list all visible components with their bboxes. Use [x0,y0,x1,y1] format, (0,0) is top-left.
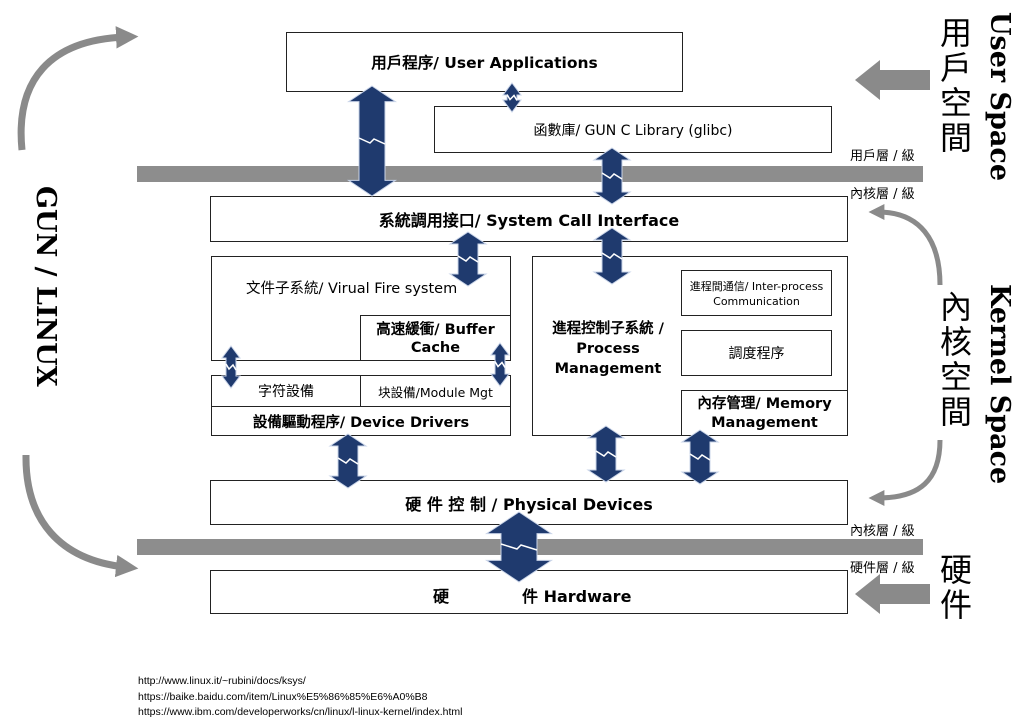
process-management-label-2: Process [576,341,640,357]
buffer-cache-label-1: 高速緩衝/ Buffer [376,322,495,338]
reference-link[interactable]: https://www.ibm.com/developerworks/cn/li… [138,706,463,718]
apps-glibc-arrow-break [506,94,518,101]
kernel-level-label-bottom: 內核層 / 級 [850,524,915,539]
char-device-box: 字符設備 [211,375,361,407]
user-space-char: 用 [939,14,972,52]
physical-devices-box: 硬 件 控 制 / Physical Devices [210,480,848,525]
user-applications-box: 用戶程序/ User Applications [286,32,683,92]
process-management-label-3: Management [554,361,662,377]
process-physical-arrow-break [595,450,617,458]
gun-linux-label: GUN / LINUX [30,186,61,387]
process-management-label-1: 進程控制子系統 / [552,321,664,337]
kernel-space-char: 空 [939,358,972,396]
hardware-level-label: 硬件層 / 級 [850,561,915,576]
scheduler-box: 調度程序 [681,330,832,376]
hardware-box: 硬 件 Hardware [210,570,848,614]
memory-management-box: 內存管理/ Memory Management [681,390,848,436]
user-space-chinese-label: 用 戶 空 間 [938,16,974,156]
kernel-hardware-boundary-bar [137,539,923,555]
kernel-up-curved-arrow [868,204,943,286]
buffer-cache-box: 高速緩衝/ Buffer Cache [360,315,511,361]
user-space-char: 戶 [939,49,972,87]
vfs-char-arrow-break [225,363,237,371]
hardware-char: 件 [939,586,972,624]
device-drivers-box: 設備驅動程序/ Device Drivers [211,406,511,436]
reference-links: http://www.linux.it/~rubini/docs/ksys/ h… [138,674,462,721]
kernel-down-curved-arrow [868,439,943,506]
user-kernel-boundary-bar [137,166,923,182]
memory-physical-arrow-break [689,453,711,461]
memory-physical-arrow [680,429,720,485]
user-space-char: 間 [939,119,972,157]
kernel-space-char: 內 [939,288,972,326]
kernel-space-char: 核 [939,323,972,361]
drivers-physical-arrow-break [337,457,359,465]
hardware-char: 硬 [939,551,972,589]
kernel-space-chinese-label: 內 核 空 間 [938,290,974,430]
kernel-level-label-top: 內核層 / 級 [850,187,915,202]
ipc-label-2: Communication [713,295,800,308]
buffer-cache-label-2: Cache [410,340,461,356]
reference-link[interactable]: http://www.linux.it/~rubini/docs/ksys/ [138,675,306,687]
reference-link[interactable]: https://baike.baidu.com/item/Linux%E5%86… [138,690,428,703]
process-management-label: 進程控制子系統 / Process Management [533,319,683,379]
glibc-box: 函數庫/ GUN C Library (glibc) [434,106,832,153]
user-space-pointer-arrow [855,60,930,100]
hardware-label-right: 件 Hardware [522,587,632,606]
memory-management-label-1: 內存管理/ Memory [697,396,832,412]
apps-syscall-arrow-break [358,137,386,145]
kernel-space-char: 間 [939,393,972,431]
hardware-chinese-label: 硬 件 [938,553,974,623]
block-device-box: 块設備/Module Mgt [360,375,511,407]
kernel-space-english-label: Kernel Space [984,284,1015,485]
user-space-char: 空 [939,84,972,122]
ipc-label-1: 進程間通信/ Inter-process [689,280,824,293]
cache-block-arrow-break [494,361,506,368]
system-call-interface-box: 系統調用接口/ System Call Interface [210,196,848,242]
hardware-pointer-arrow [855,574,930,614]
user-level-label: 用戶層 / 級 [850,149,915,164]
bottom-left-curved-arrow [22,454,139,578]
vfs-label: 文件子系統/ Virual Fire system [246,281,458,297]
hardware-label-left: 硬 [433,587,450,606]
ipc-box: 進程間通信/ Inter-process Communication [681,270,832,316]
top-left-curved-arrow [17,26,139,151]
memory-management-label-2: Management [711,415,818,431]
user-space-english-label: User Space [984,12,1015,182]
